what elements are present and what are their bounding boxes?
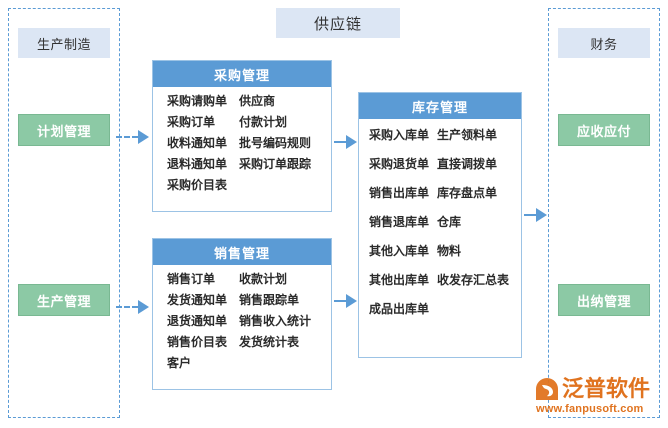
item-label: 销售出库单 <box>369 186 430 200</box>
arrow-line <box>116 306 138 308</box>
item-label: 销售订单 <box>167 272 216 286</box>
item-label: 供应商 <box>239 94 276 108</box>
item-label: 销售价目表 <box>167 335 228 349</box>
list-item[interactable]: 其他入库单 物料 <box>359 245 521 257</box>
item-label: 采购价目表 <box>167 178 228 192</box>
item-label: 退料通知单 <box>167 157 228 171</box>
item-label: 收料通知单 <box>167 136 228 150</box>
item-label: 销售跟踪单 <box>239 293 300 307</box>
list-item[interactable]: 销售价目表 发货统计表 <box>153 336 331 348</box>
item-label: 销售收入统计 <box>239 314 312 328</box>
card-body-inventory: 采购入库单 生产领料单 采购退货单 直接调拨单 销售出库单 库存盘点单 销售退库… <box>359 119 521 338</box>
arrow-head-icon <box>138 130 149 144</box>
list-item[interactable]: 其他出库单 收发存汇总表 <box>359 274 521 286</box>
arrow-line <box>334 300 346 302</box>
item-label: 物料 <box>437 244 462 258</box>
logo-name: 泛普软件 <box>562 376 651 401</box>
card-inventory-management: 库存管理 采购入库单 生产领料单 采购退货单 直接调拨单 销售出库单 库存盘点单… <box>358 92 522 358</box>
arrow-head-icon <box>138 300 149 314</box>
item-label: 采购退货单 <box>369 157 430 171</box>
node-production-management[interactable]: 生产管理 <box>18 284 110 316</box>
card-title-inventory: 库存管理 <box>359 93 521 119</box>
list-item[interactable]: 采购价目表 <box>153 179 331 191</box>
item-label: 采购订单跟踪 <box>239 157 312 171</box>
item-label: 发货统计表 <box>239 335 300 349</box>
list-item[interactable]: 成品出库单 <box>359 303 521 315</box>
list-item[interactable]: 销售出库单 库存盘点单 <box>359 187 521 199</box>
right-group-container <box>548 8 660 418</box>
item-label: 采购请购单 <box>167 94 228 108</box>
item-label: 客户 <box>167 356 192 370</box>
card-body-sales: 销售订单 收款计划 发货通知单 销售跟踪单 退货通知单 销售收入统计 销售价目表… <box>153 265 331 384</box>
item-label: 库存盘点单 <box>437 186 498 200</box>
item-label: 生产领料单 <box>437 128 498 142</box>
page-title: 供应链 <box>276 8 400 38</box>
item-label <box>239 179 331 191</box>
logo-row: 泛普软件 <box>534 374 660 404</box>
list-item[interactable]: 销售订单 收款计划 <box>153 273 331 285</box>
fanpu-logo-icon <box>534 376 560 402</box>
item-label: 直接调拨单 <box>437 157 498 171</box>
left-group-container <box>8 8 120 418</box>
item-label <box>239 357 331 369</box>
card-body-purchase: 采购请购单 供应商 采购订单 付款计划 收料通知单 批号编码规则 退料通知单 采… <box>153 87 331 206</box>
list-item[interactable]: 销售退库单 仓库 <box>359 216 521 228</box>
node-receivable-payable[interactable]: 应收应付 <box>558 114 650 146</box>
arrow-line <box>334 141 346 143</box>
item-label: 其他出库单 <box>369 273 430 287</box>
list-item[interactable]: 退料通知单 采购订单跟踪 <box>153 158 331 170</box>
list-item[interactable]: 发货通知单 销售跟踪单 <box>153 294 331 306</box>
item-label: 销售退库单 <box>369 215 430 229</box>
arrow-head-icon <box>346 294 357 308</box>
item-label: 发货通知单 <box>167 293 228 307</box>
arrow-sales-to-inventory <box>334 294 357 308</box>
list-item[interactable]: 采购入库单 生产领料单 <box>359 129 521 141</box>
watermark-logo: 泛普软件 www.fanpusoft.com <box>534 374 660 420</box>
item-label: 退货通知单 <box>167 314 228 328</box>
item-label: 仓库 <box>437 215 462 229</box>
item-label: 批号编码规则 <box>239 136 312 150</box>
item-label: 收发存汇总表 <box>437 273 510 287</box>
arrow-head-icon <box>536 208 547 222</box>
card-purchase-management: 采购管理 采购请购单 供应商 采购订单 付款计划 收料通知单 批号编码规则 退料… <box>152 60 332 212</box>
arrow-plan-to-purchase <box>116 130 149 144</box>
group-header-finance: 财务 <box>558 28 650 58</box>
list-item[interactable]: 采购请购单 供应商 <box>153 95 331 107</box>
logo-url: www.fanpusoft.com <box>536 403 644 415</box>
item-label: 收款计划 <box>239 272 288 286</box>
item-label <box>437 303 521 315</box>
group-header-manufacturing: 生产制造 <box>18 28 110 58</box>
arrow-head-icon <box>346 135 357 149</box>
arrow-line <box>116 136 138 138</box>
card-sales-management: 销售管理 销售订单 收款计划 发货通知单 销售跟踪单 退货通知单 销售收入统计 … <box>152 238 332 390</box>
list-item[interactable]: 收料通知单 批号编码规则 <box>153 137 331 149</box>
node-plan-management[interactable]: 计划管理 <box>18 114 110 146</box>
list-item[interactable]: 客户 <box>153 357 331 369</box>
item-label: 采购入库单 <box>369 128 430 142</box>
arrow-line <box>524 214 536 216</box>
node-cashier-management[interactable]: 出纳管理 <box>558 284 650 316</box>
item-label: 采购订单 <box>167 115 216 129</box>
card-title-purchase: 采购管理 <box>153 61 331 87</box>
list-item[interactable]: 采购退货单 直接调拨单 <box>359 158 521 170</box>
arrow-purchase-to-inventory <box>334 135 357 149</box>
item-label: 其他入库单 <box>369 244 430 258</box>
list-item[interactable]: 退货通知单 销售收入统计 <box>153 315 331 327</box>
item-label: 付款计划 <box>239 115 288 129</box>
arrow-inventory-to-finance <box>524 208 547 222</box>
item-label: 成品出库单 <box>369 302 430 316</box>
list-item[interactable]: 采购订单 付款计划 <box>153 116 331 128</box>
arrow-production-to-sales <box>116 300 149 314</box>
card-title-sales: 销售管理 <box>153 239 331 265</box>
